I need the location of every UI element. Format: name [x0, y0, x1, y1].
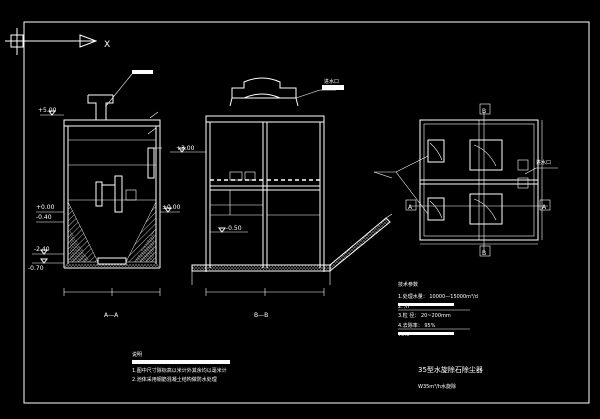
- notes-block: 说明 1.图中尺寸除标高以米计外其余均以毫米计 2.池体采用钢筋混凝土结构做防水…: [132, 351, 230, 383]
- section-aa: +5.00 +0.00 -0.40 -2.40 -0.70 ±0.00 A—A: [28, 70, 181, 319]
- aa-elevation-right: ±0.00: [162, 204, 181, 211]
- drawing-subtitle: W35m³/h水旋除: [418, 383, 456, 390]
- plan-marker-b-bottom: B: [482, 250, 486, 257]
- aa-elevation-1: +5.00: [38, 107, 57, 114]
- plan-view: 进水口 A A B B: [373, 103, 558, 257]
- aa-section-label: A—A: [104, 312, 119, 319]
- aa-elevation-3: -0.40: [36, 214, 52, 221]
- parameter-table-title: 技术参数: [398, 281, 418, 288]
- parameter-row-2: 2. /h: [398, 304, 409, 310]
- bb-annotation-bar: [322, 85, 344, 90]
- ucs-crosshair-icon: X: [5, 28, 110, 55]
- notes-item-2: 2.池体采用钢筋混凝土结构做防水处理: [132, 376, 217, 383]
- aa-elevation-5: -0.70: [28, 265, 44, 272]
- drawing-frame: [23, 21, 590, 404]
- bb-section-label: B—B: [254, 312, 268, 319]
- parameter-row-5: 75%: [398, 332, 409, 338]
- drawing-title: 35型水旋除石除尘器: [418, 365, 483, 374]
- parameter-row-3: 3.粒 径： 20~200mm: [398, 312, 451, 319]
- x-axis-glyph: X: [104, 40, 110, 50]
- parameter-row-4: 4.去除率： 95%: [398, 322, 436, 329]
- section-bb: 进水口 +3.00: [170, 77, 393, 319]
- notes-title: 说明: [132, 351, 142, 358]
- title-block: 35型水旋除石除尘器 W35m³/h水旋除: [418, 365, 483, 390]
- bb-elevation-2: -0.50: [226, 225, 242, 232]
- plan-annotation: 进水口: [536, 159, 551, 166]
- bb-annotation: 进水口: [324, 78, 339, 85]
- plan-marker-a-right: A: [542, 204, 547, 211]
- bb-elevation-1: +3.00: [176, 145, 195, 152]
- notes-item-1: 1.图中尺寸除标高以米计外其余均以毫米计: [132, 367, 227, 374]
- plan-marker-a-left: A: [408, 204, 413, 211]
- aa-title-bar: [132, 70, 153, 74]
- aa-elevation-4: -2.40: [34, 246, 50, 253]
- parameter-row-1: 1.处理水量： 10000—15000m³/d: [398, 293, 478, 300]
- aa-elevation-2: +0.00: [36, 204, 55, 211]
- plan-marker-b-top: B: [482, 108, 486, 115]
- parameter-table: 技术参数 1.处理水量： 10000—15000m³/d 2. /h 3.粒 径…: [398, 281, 478, 338]
